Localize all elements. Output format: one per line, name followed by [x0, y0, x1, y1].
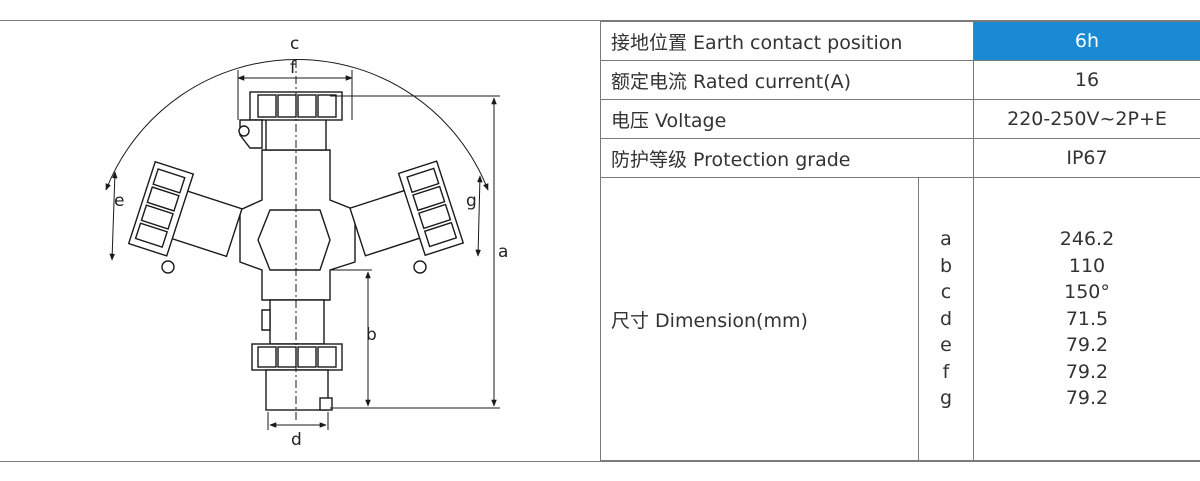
dim-label-a: a — [498, 242, 509, 262]
connector-drawing — [105, 58, 500, 430]
dimension-key: g — [939, 387, 953, 410]
spec-row-voltage: 电压 Voltage 220-250V~2P+E — [600, 99, 1200, 139]
connector-diagram: c f e g a b d — [105, 34, 509, 450]
voltage-value: 220-250V~2P+E — [973, 99, 1200, 139]
dimension-value: 110 — [1068, 254, 1106, 277]
dimension-value: 79.2 — [1065, 387, 1109, 410]
spec-row-protection: 防护等级 Protection grade IP67 — [600, 138, 1200, 178]
dimension-key: c — [940, 281, 952, 304]
protection-value: IP67 — [973, 138, 1200, 178]
earth-contact-value: 6h — [973, 21, 1200, 61]
top-rule — [0, 20, 1200, 21]
dim-label-c: c — [290, 34, 300, 54]
dim-label-b: b — [366, 325, 377, 345]
protection-label: 防护等级 Protection grade — [600, 138, 974, 178]
dimension-value: 246.2 — [1059, 228, 1115, 251]
spec-row-earth-contact: 接地位置 Earth contact position 6h — [600, 21, 1200, 61]
dim-label-e: e — [114, 191, 125, 211]
bottom-rule — [0, 461, 1200, 462]
dimension-key: d — [939, 307, 953, 330]
dimension-keys: a b c d e f g — [919, 226, 973, 412]
dimension-key: f — [942, 360, 950, 383]
dimension-keys-cell: a b c d e f g — [918, 177, 974, 461]
dimension-value: 150° — [1064, 281, 1110, 304]
dimension-key: b — [939, 254, 953, 277]
dimension-label: 尺寸 Dimension(mm) — [600, 177, 919, 461]
dim-label-d: d — [291, 430, 302, 450]
rated-current-label: 额定电流 Rated current(A) — [600, 60, 974, 100]
dim-label-f: f — [290, 58, 296, 78]
dimension-value: 79.2 — [1065, 334, 1109, 357]
dimension-value: 79.2 — [1065, 360, 1109, 383]
dimension-key: e — [940, 334, 952, 357]
spec-row-dimension: 尺寸 Dimension(mm) a b c d e f g 246.2 110… — [600, 177, 1200, 461]
rated-current-value: 16 — [973, 60, 1200, 100]
dimension-key: a — [940, 228, 952, 251]
voltage-label: 电压 Voltage — [600, 99, 974, 139]
dimension-values-cell: 246.2 110 150° 71.5 79.2 79.2 79.2 — [973, 177, 1200, 461]
earth-contact-label: 接地位置 Earth contact position — [600, 21, 974, 61]
dim-label-g: g — [466, 191, 477, 211]
dimension-value: 71.5 — [1065, 307, 1109, 330]
dimension-values: 246.2 110 150° 71.5 79.2 79.2 79.2 — [974, 226, 1200, 412]
spec-row-rated-current: 额定电流 Rated current(A) 16 — [600, 60, 1200, 100]
spec-table: 接地位置 Earth contact position 6h 额定电流 Rate… — [600, 21, 1200, 461]
